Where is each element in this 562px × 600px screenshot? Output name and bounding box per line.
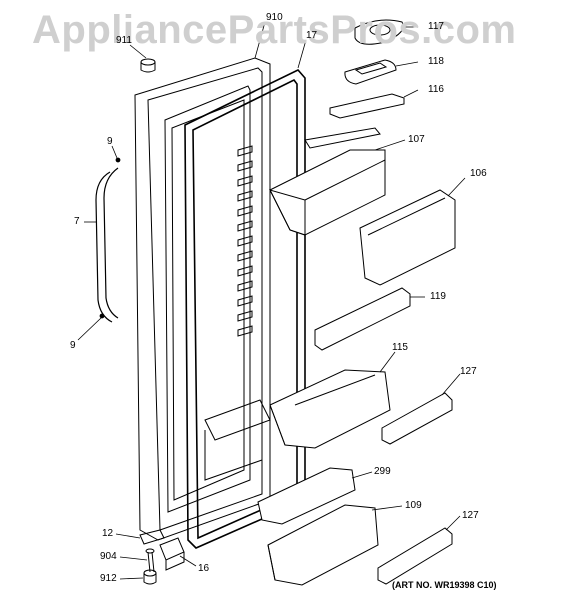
part-115-bin <box>269 369 391 449</box>
callout-912: 912 <box>100 573 117 584</box>
part-7-handle <box>95 157 121 323</box>
part-912-bushing <box>143 569 157 585</box>
callout-910: 910 <box>266 12 283 23</box>
art-number-caption: (ART NO. WR19398 C10) <box>392 580 497 590</box>
part-117 <box>354 19 404 45</box>
part-107-bin <box>269 127 386 236</box>
part-904-pin <box>145 548 155 573</box>
part-911-cap <box>140 58 156 73</box>
part-127-trim-upper <box>381 392 453 445</box>
leader-lines <box>77 21 466 580</box>
callout-117: 117 <box>428 21 444 32</box>
door-shell <box>134 57 271 541</box>
callout-12: 12 <box>102 528 114 539</box>
part-109-bin <box>267 504 379 586</box>
callout-7: 7 <box>74 216 80 227</box>
part-16-hinge <box>159 537 185 571</box>
callout-911: 911 <box>116 35 132 46</box>
callout-118: 118 <box>428 56 444 67</box>
watermark-logo: AppliancePartsPros.com <box>32 8 517 52</box>
callout-9-upper: 9 <box>107 136 113 147</box>
part-12-bracket <box>139 529 165 545</box>
callout-109: 109 <box>405 500 422 511</box>
callout-127-lower: 127 <box>462 510 479 521</box>
callout-9-lower: 9 <box>70 340 76 351</box>
liner-ridges <box>204 145 271 481</box>
part-118 <box>344 59 397 85</box>
part-127-trim-lower <box>377 527 453 585</box>
callout-16: 16 <box>198 563 210 574</box>
callout-107: 107 <box>408 134 425 145</box>
callout-106: 106 <box>470 168 487 179</box>
callout-119: 119 <box>430 291 446 302</box>
callout-116: 116 <box>428 84 444 95</box>
callout-904: 904 <box>100 551 117 562</box>
callout-115: 115 <box>392 342 408 353</box>
part-119-trim <box>314 287 411 351</box>
callout-17: 17 <box>306 30 318 41</box>
part-116-rail <box>329 93 405 119</box>
part-299-bin <box>257 467 356 525</box>
part-106-cover <box>359 189 456 286</box>
callout-127-upper: 127 <box>460 366 477 377</box>
callout-299: 299 <box>374 466 391 477</box>
